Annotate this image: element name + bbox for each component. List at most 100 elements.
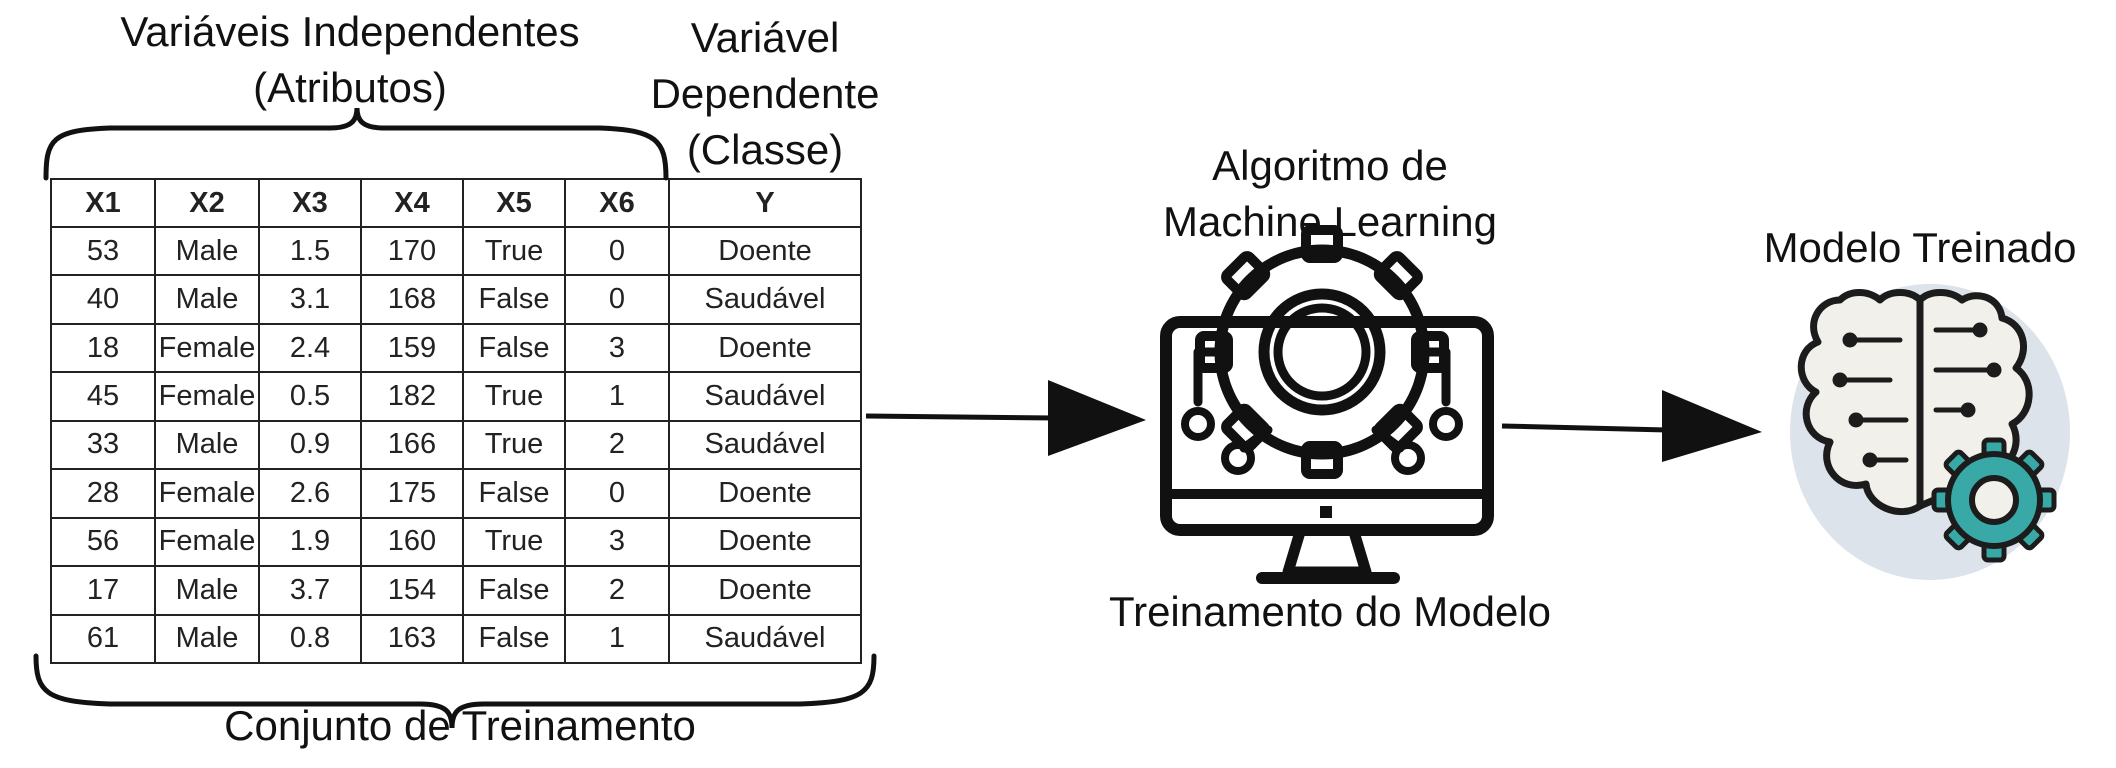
table-cell: 0 (564, 468, 670, 519)
table-cell: 3 (564, 516, 670, 568)
table-cell: Saudável (668, 419, 862, 471)
column-header: Y (668, 178, 862, 228)
column-header: X2 (154, 178, 260, 228)
trained-model-label: Modelo Treinado (1763, 224, 2077, 271)
table-cell: Male (154, 419, 260, 471)
dependent-variable-label: Variável Dependente (Classe) (630, 10, 900, 178)
table-cell: 168 (360, 274, 464, 325)
column-header: X3 (258, 178, 362, 228)
training-set-brace (33, 653, 877, 729)
table-cell: 53 (50, 225, 156, 277)
table-cell: Saudável (668, 613, 862, 664)
table-cell: 1.5 (258, 225, 362, 277)
gear-tooth (1373, 251, 1423, 301)
table-cell: Female (154, 516, 260, 568)
table-cell: 0.9 (258, 419, 362, 471)
column-header: X6 (564, 178, 670, 228)
arrow-to-model (1501, 390, 1762, 462)
table-cell: Male (154, 613, 260, 664)
column-header: X1 (50, 178, 156, 228)
table-cell: 2 (564, 419, 670, 471)
table-cell: 3 (564, 322, 670, 374)
table-cell: 170 (360, 225, 464, 277)
table-cell: 2.6 (258, 468, 362, 519)
dependent-variable-line1: Variável (690, 14, 840, 61)
table-cell: 0.5 (258, 371, 362, 422)
table-cell: 3.7 (258, 565, 362, 616)
gear-tooth (1221, 251, 1271, 301)
table-cell: 28 (50, 468, 156, 519)
table-cell: 1 (564, 613, 670, 664)
table-cell: False (462, 468, 566, 519)
table-cell: False (462, 322, 566, 374)
independent-variables-line1: Variáveis Independentes (120, 8, 580, 55)
table-cell: True (462, 225, 566, 277)
table-cell: Saudável (668, 274, 862, 325)
table-cell: 18 (50, 322, 156, 374)
dependent-variable-line3: (Classe) (686, 126, 844, 173)
table-cell: 2 (564, 565, 670, 616)
table-cell: 33 (50, 419, 156, 471)
table-cell: Male (154, 565, 260, 616)
table-cell: 0 (564, 225, 670, 277)
table-cell: 1.9 (258, 516, 362, 568)
table-cell: Female (154, 371, 260, 422)
table-cell: True (462, 516, 566, 568)
dependent-variable-line2: Dependente (650, 70, 880, 117)
table-cell: 40 (50, 274, 156, 325)
brain-gear-icon (1790, 280, 2080, 582)
table-header-row: X1 X2 X3 X4 X5 X6 Y (50, 178, 862, 228)
table-cell: 56 (50, 516, 156, 568)
table-cell: Male (154, 274, 260, 325)
table-cell: False (462, 565, 566, 616)
table-cell: Female (154, 322, 260, 374)
algorithm-label: Algoritmo de Machine Learning (1110, 138, 1550, 250)
column-header: X5 (462, 178, 566, 228)
table-cell: Doente (668, 322, 862, 374)
table-cell: Female (154, 468, 260, 519)
table-cell: 160 (360, 516, 464, 568)
arrow-to-algorithm (865, 380, 1146, 456)
table-cell: Doente (668, 225, 862, 277)
table-cell: 159 (360, 322, 464, 374)
independent-variables-brace (43, 107, 669, 181)
independent-variables-label: Variáveis Independentes (Atributos) (100, 4, 600, 116)
table-cell: Saudável (668, 371, 862, 422)
table-cell: 3.1 (258, 274, 362, 325)
computer-gear-icon (1160, 225, 1494, 584)
table-cell: 0.8 (258, 613, 362, 664)
table-cell: False (462, 274, 566, 325)
table-cell: True (462, 371, 566, 422)
table-cell: 1 (564, 371, 670, 422)
algorithm-line1: Algoritmo de (1212, 142, 1448, 189)
independent-variables-line2: (Atributos) (253, 64, 447, 111)
table-cell: 175 (360, 468, 464, 519)
table-cell: Doente (668, 516, 862, 568)
table-cell: 45 (50, 371, 156, 422)
training-label: Treinamento do Modelo (1108, 588, 1552, 635)
table-cell: Doente (668, 565, 862, 616)
table-cell: Doente (668, 468, 862, 519)
column-header: X4 (360, 178, 464, 228)
table-cell: True (462, 419, 566, 471)
table-cell: False (462, 613, 566, 664)
table-cell: 0 (564, 274, 670, 325)
table-cell: 61 (50, 613, 156, 664)
table-cell: 2.4 (258, 322, 362, 374)
table-cell: Male (154, 225, 260, 277)
table-cell: 163 (360, 613, 464, 664)
table-cell: 154 (360, 565, 464, 616)
table-cell: 17 (50, 565, 156, 616)
table-cell: 166 (360, 419, 464, 471)
